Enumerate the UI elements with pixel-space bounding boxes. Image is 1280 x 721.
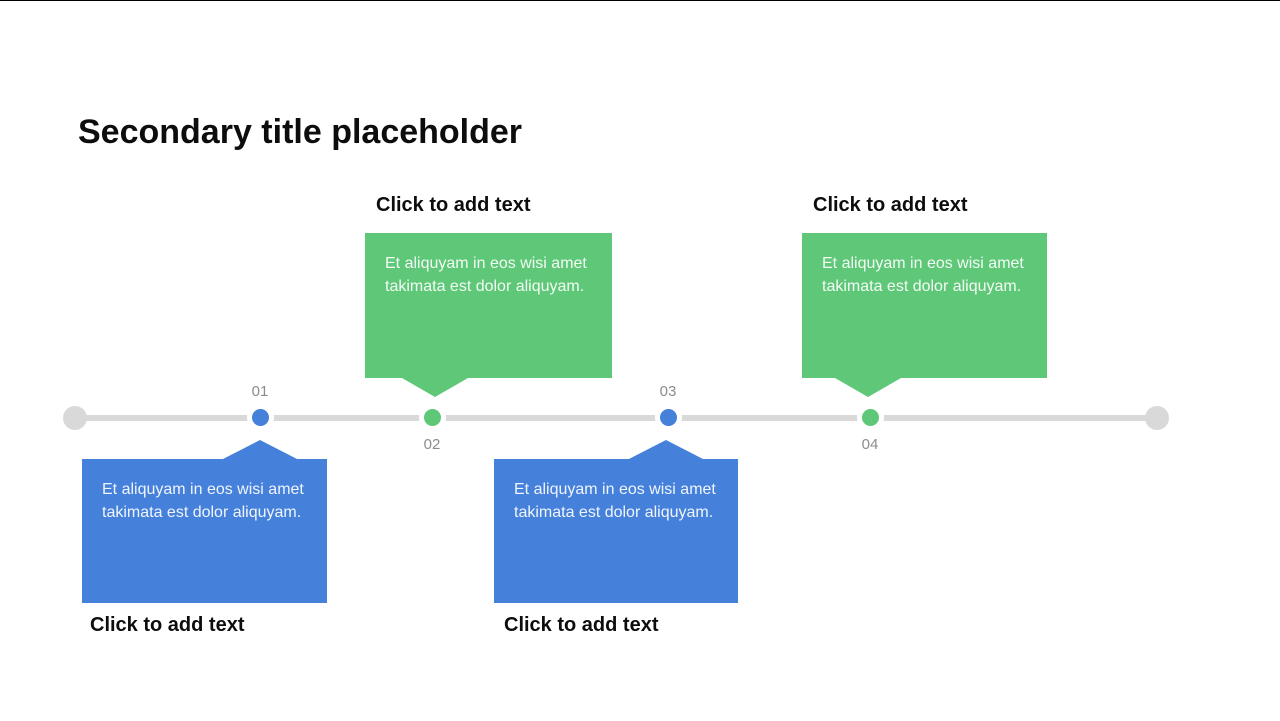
callout-body-text: Et aliquyam in eos wisi amet takimata es… xyxy=(514,481,716,521)
slide-title[interactable]: Secondary title placeholder xyxy=(78,113,523,151)
callout-box-step-03[interactable]: Et aliquyam in eos wisi amet takimata es… xyxy=(494,440,738,603)
text-placeholder-step-02[interactable]: Click to add text xyxy=(376,194,531,216)
callout-box-step-01[interactable]: Et aliquyam in eos wisi amet takimata es… xyxy=(82,440,327,603)
callout-pointer-up-icon xyxy=(223,440,297,459)
timeline-endpoint-left xyxy=(63,406,87,430)
timeline-endpoint-right xyxy=(1145,406,1169,430)
callout-body-text: Et aliquyam in eos wisi amet takimata es… xyxy=(102,481,304,521)
callout-pointer-up-icon xyxy=(629,440,703,459)
callout-pointer-down-icon xyxy=(835,378,901,397)
step-label-02: 02 xyxy=(423,436,441,453)
callout-body-text: Et aliquyam in eos wisi amet takimata es… xyxy=(822,255,1024,295)
timeline-dot-01 xyxy=(247,404,274,431)
step-label-04: 04 xyxy=(861,436,879,453)
callout-box-step-02[interactable]: Et aliquyam in eos wisi amet takimata es… xyxy=(365,233,612,397)
text-placeholder-step-01[interactable]: Click to add text xyxy=(90,614,245,636)
step-label-01: 01 xyxy=(251,383,269,400)
timeline-dot-02 xyxy=(419,404,446,431)
timeline-track xyxy=(75,415,1157,421)
callout-pointer-down-icon xyxy=(402,378,468,397)
timeline-dot-04 xyxy=(857,404,884,431)
callout-box-step-04[interactable]: Et aliquyam in eos wisi amet takimata es… xyxy=(802,233,1047,397)
step-label-03: 03 xyxy=(659,383,677,400)
callout-body-text: Et aliquyam in eos wisi amet takimata es… xyxy=(385,255,587,295)
text-placeholder-step-03[interactable]: Click to add text xyxy=(504,614,659,636)
text-placeholder-step-04[interactable]: Click to add text xyxy=(813,194,968,216)
timeline-dot-03 xyxy=(655,404,682,431)
